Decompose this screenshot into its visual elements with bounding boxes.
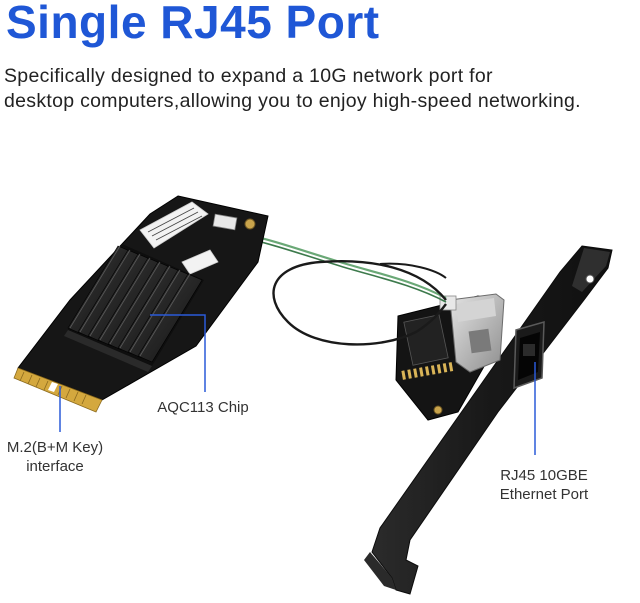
rj45-port xyxy=(513,320,545,390)
bracket-screw-hole xyxy=(585,274,595,284)
product-label-sticker xyxy=(139,201,209,249)
callout-lines xyxy=(59,314,536,455)
m2-label-line-1: M.2(B+M Key) xyxy=(6,439,104,456)
m2-label-line-2: interface xyxy=(26,458,84,475)
m2-gold-contacts xyxy=(13,367,103,413)
rj45-label-line-1: RJ45 10GBE xyxy=(500,467,588,484)
page-title: Single RJ45 Port xyxy=(6,0,380,48)
subtitle-line-2: desktop computers,allowing you to enjoy … xyxy=(4,90,581,112)
rj45-label-line-2: Ethernet Port xyxy=(499,486,589,503)
rj45-daughter-board xyxy=(395,293,505,421)
chip-callout-label: AQC113 Chip xyxy=(157,399,249,416)
subtitle-line-1: Specifically designed to expand a 10G ne… xyxy=(4,65,493,87)
pcie-bracket xyxy=(364,245,613,595)
m2-interface-callout-label: M.2(B+M Key) interface xyxy=(0,438,110,476)
heatsink xyxy=(64,244,204,372)
rj45-callout-label: RJ45 10GBE Ethernet Port xyxy=(480,466,608,504)
page-subtitle: Specifically designed to expand a 10G ne… xyxy=(4,64,640,114)
chip-callout-line xyxy=(150,314,206,392)
